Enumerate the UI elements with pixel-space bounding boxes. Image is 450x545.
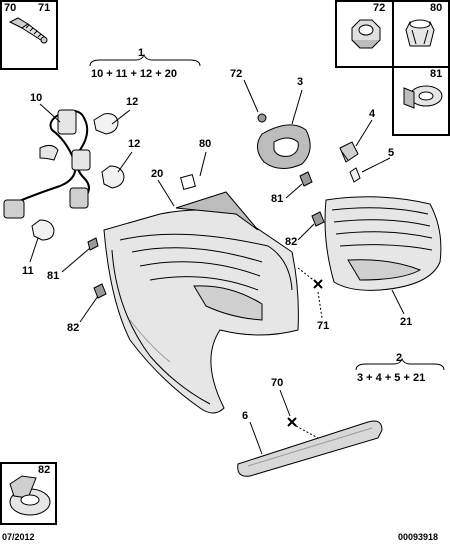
bulb-5-icon xyxy=(349,167,361,183)
clip-80-part xyxy=(180,174,196,190)
assembly-1-formula: 10 + 11 + 12 + 20 xyxy=(91,68,177,80)
nut-72-part-icon xyxy=(257,113,267,123)
callout-82-left: 82 xyxy=(67,322,80,334)
inset-label-82: 82 xyxy=(38,464,51,476)
callout-6: 6 xyxy=(242,410,249,422)
leader-12-bottom xyxy=(117,151,133,173)
inner-lamp-21 xyxy=(324,196,442,291)
leader-10 xyxy=(39,103,61,123)
callout-71: 71 xyxy=(317,320,330,332)
callout-5: 5 xyxy=(388,147,395,159)
inset-screw-70-71 xyxy=(0,0,58,70)
bulb-holder-4-icon xyxy=(339,141,359,163)
callout-81-left: 81 xyxy=(47,270,60,282)
gasket-3-icon xyxy=(257,124,311,169)
leader-72 xyxy=(243,79,259,113)
callout-12-bottom: 12 xyxy=(128,138,141,150)
leader-81-right xyxy=(285,183,303,199)
callout-20: 20 xyxy=(151,168,164,180)
callout-3: 3 xyxy=(297,76,304,88)
tail-lamp-outer xyxy=(103,191,299,414)
leader-82-left xyxy=(79,295,99,323)
leader-4 xyxy=(355,119,373,147)
bulb-12-top-icon xyxy=(93,113,119,135)
wiring-harness xyxy=(3,109,91,219)
leader-80 xyxy=(199,151,207,177)
fastener-81-right-icon xyxy=(299,171,313,187)
fastener-82-right-icon xyxy=(311,211,325,227)
assembly-2-number: 2 xyxy=(396,352,403,364)
assembly-1-number: 1 xyxy=(138,47,145,59)
inset-label-72: 72 xyxy=(373,2,386,14)
leader-3 xyxy=(291,89,303,125)
brace-assembly-1 xyxy=(89,53,201,67)
leader-5 xyxy=(361,157,391,173)
fastener-82-left-icon xyxy=(93,283,107,299)
bulb-11-icon xyxy=(31,219,55,241)
callout-72: 72 xyxy=(230,68,243,80)
reflector-6 xyxy=(237,420,383,477)
callout-81-right: 81 xyxy=(271,193,284,205)
inset-label-71: 71 xyxy=(38,2,51,14)
screw-71-marker xyxy=(313,279,323,289)
callout-10: 10 xyxy=(30,92,43,104)
leader-81-left xyxy=(61,247,91,273)
assembly-2-formula: 3 + 4 + 5 + 21 xyxy=(357,372,426,384)
leader-11 xyxy=(29,237,39,263)
leader-70 xyxy=(279,389,291,417)
inset-label-81: 81 xyxy=(430,68,443,80)
callout-11: 11 xyxy=(22,265,34,277)
screw-70-marker xyxy=(287,417,297,427)
leader-70-dashed xyxy=(295,425,319,439)
callout-21: 21 xyxy=(400,316,413,328)
leader-71-dashed xyxy=(297,267,317,283)
callout-4: 4 xyxy=(369,108,376,120)
footer-reference: 00093918 xyxy=(398,532,439,542)
callout-12-top: 12 xyxy=(126,96,139,108)
inset-label-70: 70 xyxy=(4,2,17,14)
inset-label-80: 80 xyxy=(430,2,443,14)
leader-71 xyxy=(317,291,323,319)
callout-82-right: 82 xyxy=(285,236,298,248)
leader-6 xyxy=(249,421,263,455)
leader-21 xyxy=(391,289,405,315)
leader-12-top xyxy=(111,109,131,125)
bulb-12-bottom-icon xyxy=(101,165,125,189)
callout-80: 80 xyxy=(199,138,212,150)
leader-82-right xyxy=(297,223,315,241)
leader-20 xyxy=(157,179,175,207)
callout-70: 70 xyxy=(271,377,284,389)
fastener-81-left-icon xyxy=(87,237,99,251)
footer-date: 07/2012 xyxy=(2,532,35,542)
